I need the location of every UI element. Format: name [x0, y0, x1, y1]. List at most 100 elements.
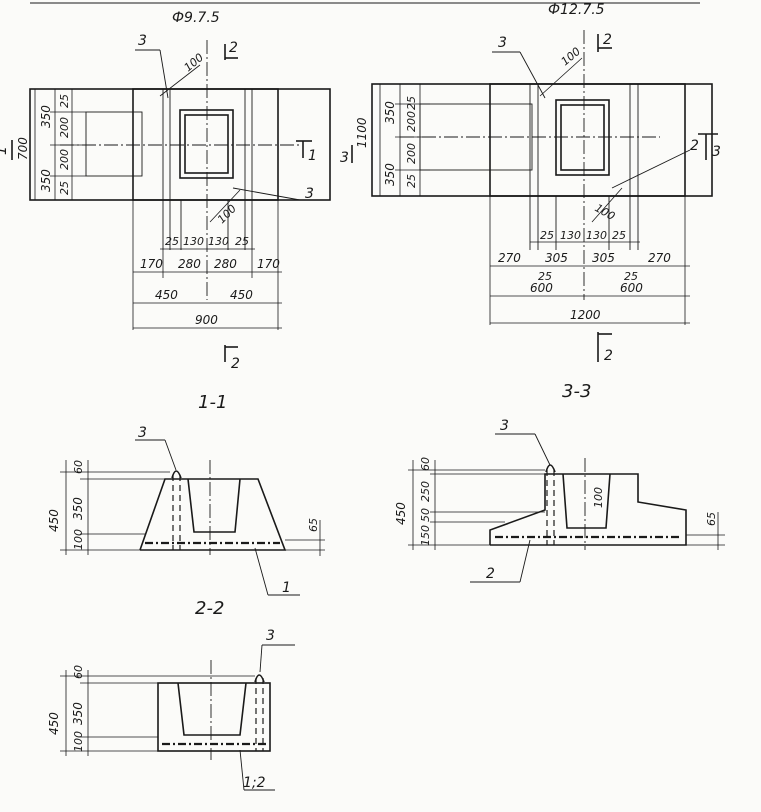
dim-450: 450 [394, 502, 408, 525]
leader [254, 547, 269, 596]
section-2-2: 2-2 3 1;2 450 60 350 100 [47, 598, 295, 791]
dim-200: 200 [405, 143, 418, 164]
dim-450: 450 [155, 288, 178, 302]
leader [232, 187, 301, 201]
dim-200: 200 [405, 111, 418, 132]
pos-label-3: 3 [498, 35, 507, 51]
glass-cavity [562, 473, 611, 529]
dim-65: 65 [705, 512, 718, 526]
recess-outline [85, 111, 143, 177]
leader [611, 149, 691, 189]
dim-50: 50 [419, 508, 432, 522]
plan-f9-7-5: Ф9.7.5 3 100 3 100 2 2 1 [0, 10, 331, 372]
dim-170: 170 [257, 257, 280, 271]
dim-900: 900 [195, 313, 218, 327]
dim-line [539, 57, 583, 97]
section-1-left: 1 [0, 146, 10, 155]
dim-350: 350 [39, 105, 53, 128]
dim-600: 600 [620, 281, 643, 295]
glass-inner [184, 114, 229, 174]
section-3-right: 3 [712, 144, 721, 160]
dim-150: 150 [419, 525, 432, 546]
dim-100: 100 [72, 731, 85, 752]
leader [239, 749, 245, 791]
foundation-outline [157, 682, 271, 752]
pos-label-1-2: 1;2 [243, 775, 266, 791]
dim-25: 25 [405, 174, 418, 188]
leader [259, 644, 263, 673]
dim-200: 200 [58, 149, 71, 170]
section-title: 1-1 [198, 392, 227, 413]
dim-130: 130 [560, 229, 581, 242]
slab-outline [371, 83, 713, 197]
dim-25: 25 [540, 229, 554, 242]
dim-350: 350 [39, 169, 53, 192]
foundation-outline [139, 478, 287, 551]
dim-60: 60 [72, 665, 85, 679]
glass-cavity [177, 682, 247, 736]
section-2-label: 2 [229, 40, 238, 56]
dim-450: 450 [47, 712, 61, 735]
dim-600: 600 [530, 281, 553, 295]
pos-label-3: 3 [266, 628, 275, 644]
pos-label-3: 3 [305, 186, 314, 202]
dim-130: 130 [183, 235, 204, 248]
section-title: 3-3 [562, 381, 591, 402]
dim-350: 350 [383, 163, 397, 186]
dim-280: 280 [178, 257, 201, 271]
section-1-right: 1 [308, 148, 317, 164]
dim-25: 25 [624, 270, 638, 283]
glass-outer [555, 99, 610, 176]
section-3-3: 3-3 3 2 450 60 250 50 150 100 65 [394, 381, 725, 583]
dim-270: 270 [498, 251, 521, 265]
glass-cavity [187, 478, 241, 533]
dim-25: 25 [58, 94, 71, 108]
dim-350: 350 [383, 101, 397, 124]
dim-130: 130 [586, 229, 607, 242]
dim-250: 250 [419, 481, 432, 502]
leader [519, 51, 546, 99]
foundation-outline [489, 473, 687, 546]
pos-label-2: 2 [690, 138, 699, 154]
pos-label-3: 3 [138, 425, 147, 441]
leader [519, 539, 531, 583]
dim-450: 450 [47, 509, 61, 532]
dim-25: 25 [612, 229, 626, 242]
leader [534, 433, 551, 466]
dim-25: 25 [235, 235, 249, 248]
dim-65: 65 [307, 518, 320, 532]
dim-25: 25 [405, 96, 418, 110]
dim-100-bottom: 100 [593, 201, 618, 223]
dim-25: 25 [538, 270, 552, 283]
column-outline [132, 88, 279, 201]
dim-25: 25 [58, 181, 71, 195]
section-2-label: 2 [231, 356, 240, 372]
dim-700: 700 [16, 137, 30, 160]
dim-1200: 1200 [570, 308, 601, 322]
dim-170: 170 [140, 257, 163, 271]
dim-line [591, 187, 623, 223]
dim-100: 100 [592, 487, 605, 508]
pos-label-3: 3 [500, 418, 509, 434]
leader [164, 439, 177, 471]
pos-label-1: 1 [282, 580, 291, 596]
section-2-label: 2 [604, 348, 613, 364]
glass-inner [560, 104, 605, 171]
section-3-left: 3 [340, 150, 349, 166]
dim-450: 450 [230, 288, 253, 302]
section-2-label: 2 [603, 32, 612, 48]
loop-top [254, 674, 265, 683]
dim-200: 200 [58, 117, 71, 138]
dim-350: 350 [71, 702, 85, 725]
plan-title: Ф12.7.5 [548, 2, 605, 18]
dim-100-bottom: 100 [215, 202, 239, 226]
dim-1100: 1100 [355, 117, 369, 148]
dim-60: 60 [72, 460, 85, 474]
pos-label-3: 3 [138, 33, 147, 49]
dim-60: 60 [419, 457, 432, 471]
dim-305: 305 [592, 251, 615, 265]
dim-100-top: 100 [559, 45, 583, 68]
dim-280: 280 [214, 257, 237, 271]
